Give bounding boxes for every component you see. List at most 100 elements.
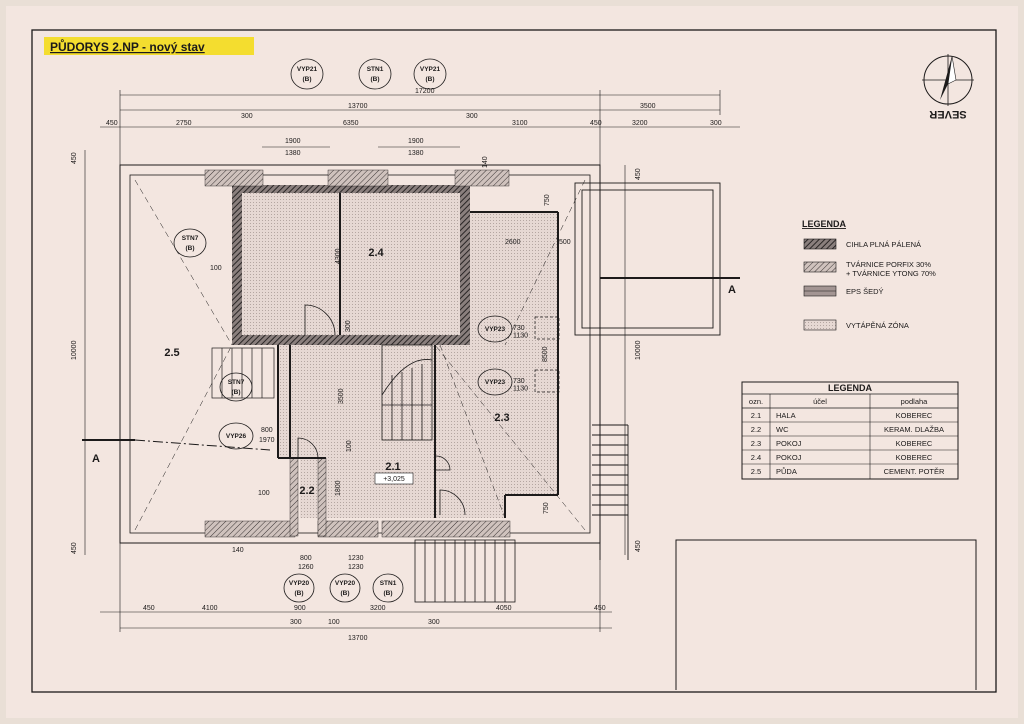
dim-text: 450 [635, 540, 642, 552]
dim-text: 300 [466, 113, 478, 120]
table-cell: KOBEREC [896, 453, 933, 462]
legend-ytong-label: + TVÁRNICE YTONG 70% [846, 269, 936, 278]
dim-text: 4100 [202, 605, 218, 612]
room-table-header-podlaha: podlaha [901, 397, 929, 406]
entrance-stairs [414, 539, 516, 603]
hall-staircase [381, 344, 433, 441]
dim-text: 17200 [415, 88, 435, 95]
room-label-2-3: 2.3 [494, 412, 509, 424]
tag-vyp21-right: VYP21 [420, 66, 441, 73]
brick-walls [232, 185, 470, 345]
doors [297, 304, 466, 516]
porfix-walls [204, 169, 511, 538]
interior-walls [277, 193, 559, 518]
room-label-2-4: 2.4 [368, 247, 384, 259]
dim-text: 3500 [338, 388, 345, 404]
dim-text: 3500 [640, 103, 656, 110]
dim-text: 3100 [512, 120, 528, 127]
dim-text: 100 [346, 440, 353, 452]
room-label-2-1: 2.1 [385, 461, 400, 473]
room-table-title: LEGENDA [828, 383, 873, 393]
dim-text: 300 [710, 120, 722, 127]
table-cell: POKOJ [776, 453, 802, 462]
tag-stn1-top: STN1 [367, 66, 384, 73]
dim-text: 900 [294, 605, 306, 612]
tag-stn7-upper-sub: (B) [185, 245, 194, 252]
tag-vyp20-left: VYP20 [289, 580, 310, 587]
vyp23-window-symbols [534, 316, 560, 393]
dim-text: 300 [345, 320, 352, 332]
dim-text: 300 [428, 619, 440, 626]
tag-vyp26: VYP26 [226, 433, 247, 440]
dim-text: 1380 [408, 150, 424, 157]
table-cell: KERAM. DLAŽBA [884, 425, 944, 434]
tag-stn7-lower: STN7 [228, 379, 245, 386]
title-block-edge [675, 539, 977, 690]
dim-text: 1230 [348, 564, 364, 571]
tag-stn7-lower-sub: (B) [231, 389, 240, 396]
elevation-box [374, 472, 414, 485]
room-table: LEGENDA ozn. účel podlaha 2.1 HALA KOBER… [741, 381, 959, 480]
attic-diagonals [134, 179, 586, 531]
roof-outline [119, 164, 601, 544]
dim-text: 10000 [635, 340, 642, 360]
dim-text: 2750 [176, 120, 192, 127]
dim-text: 2600 [505, 239, 521, 246]
table-cell: CEMENT. POTĚR [884, 467, 945, 476]
title-highlight [44, 37, 254, 55]
table-cell: 2.5 [751, 467, 761, 476]
element-tags [173, 58, 513, 603]
dim-text: 1260 [298, 564, 314, 571]
dim-text: 100 [210, 265, 222, 272]
table-cell: HALA [776, 411, 796, 420]
dim-text: 1900 [285, 138, 301, 145]
material-legend-title: LEGENDA [802, 219, 847, 229]
dim-text: 4300 [335, 248, 342, 264]
table-cell: KOBEREC [896, 439, 933, 448]
section-marker-left: A [92, 453, 100, 465]
table-cell: 2.4 [751, 453, 761, 462]
dim-text: 750 [544, 194, 551, 206]
tag-stn7-upper: STN7 [182, 235, 199, 242]
dim-text: 750 [543, 502, 550, 514]
dim-text: 450 [71, 542, 78, 554]
dim-text: 450 [71, 152, 78, 164]
dim-text: 1380 [285, 150, 301, 157]
material-legend: LEGENDA CIHLA PLNÁ PÁLENÁ TVÁRNICE PORFI… [802, 219, 936, 331]
tag-vyp23-lower: VYP23 [485, 379, 506, 386]
dim-text: 1230 [348, 555, 364, 562]
dim-text: 450 [635, 168, 642, 180]
legend-eps-label: EPS ŠEDÝ [846, 287, 884, 296]
dim-text: 800 [300, 555, 312, 562]
tag-stn1-bottom: STN1 [380, 580, 397, 587]
table-cell: 2.1 [751, 411, 761, 420]
tag-vyp21-left: VYP21 [297, 66, 318, 73]
room-table-header-ucel: účel [813, 397, 827, 406]
dim-text: 3200 [632, 120, 648, 127]
tag-vyp20-right-sub: (B) [340, 590, 349, 597]
dim-text: 450 [590, 120, 602, 127]
dim-text: 140 [482, 156, 489, 168]
legend-porfix-label: TVÁRNICE PORFIX 30% [846, 260, 931, 269]
heated-zone [232, 185, 558, 518]
dim-text: 140 [232, 547, 244, 554]
legend-heated-label: VYTÁPĚNÁ ZÓNA [846, 321, 909, 330]
room-label-2-2: 2.2 [299, 485, 314, 497]
dim-text: 300 [290, 619, 302, 626]
dim-text: 100 [258, 490, 270, 497]
tag-vyp21-left-sub: (B) [302, 76, 311, 83]
dim-text: 4050 [496, 605, 512, 612]
dim-text: 1800 [335, 480, 342, 496]
dim-text: 800 [261, 427, 273, 434]
section-marker-right: A [728, 284, 736, 296]
legend-brick-label: CIHLA PLNÁ PÁLENÁ [846, 240, 921, 249]
dim-text: 8500 [542, 346, 549, 362]
dim-text: 450 [594, 605, 606, 612]
room-label-2-5: 2.5 [164, 347, 179, 359]
north-label: SEVER [929, 108, 966, 120]
room-elevation-2-1: +3,025 [383, 476, 405, 483]
tag-vyp20-right: VYP20 [335, 580, 356, 587]
